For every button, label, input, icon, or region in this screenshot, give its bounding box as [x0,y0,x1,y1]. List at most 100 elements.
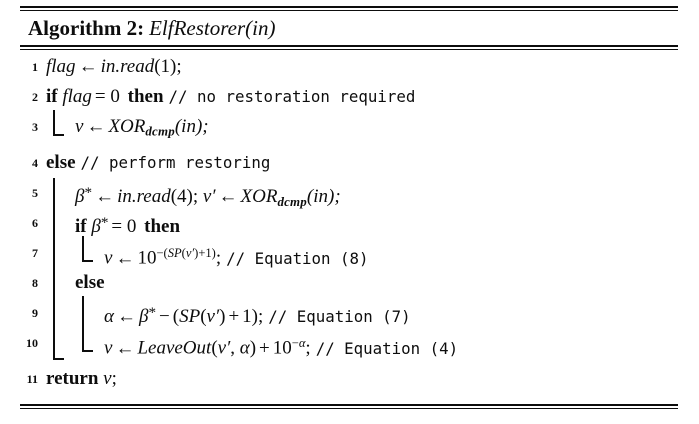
procedure-arg: in [252,16,269,40]
indent-guide-block-if-v [53,110,55,136]
keyword-if: if [46,86,58,107]
token-in-arg: (in); [174,116,209,137]
line-code: else// perform restoring [46,148,270,178]
token-v-prime: v [202,186,212,208]
exponent: −(SP(v′)+1) [156,246,216,260]
line-code: if β*= 0 then [75,208,180,242]
keyword-else: else [75,272,105,293]
assign-arrow: ← [116,306,136,328]
token-sp: SP [167,246,182,260]
rule-under-title-thin [20,49,678,50]
rule-bottom-thin [20,408,678,409]
line-code: v←XORdcmp(in); [75,112,209,147]
token-read: .read [131,186,171,208]
token-v-prime: v [206,306,215,328]
algorithm-line: 8 else [0,268,699,298]
token-beta: β [91,216,101,238]
token-in: in [117,186,132,208]
token-alpha: α [104,306,114,328]
rule-bottom [20,404,678,406]
exponent: −α [292,336,306,350]
token-read: .read [115,56,155,77]
line-code: β*←in.read(4); v′←XORdcmp(in); [75,178,341,217]
token-in: in [100,56,116,77]
token-star: * [148,304,157,321]
line-comment: // perform restoring [80,153,271,172]
prime-mark: ′ [191,246,195,260]
prime-mark: ′ [211,186,216,208]
token-eq-zero: = 0 [111,216,137,238]
algorithm-title: Algorithm 2:ElfRestorer(in) [28,13,275,43]
indent-guide-block-if-h [53,134,64,136]
algorithm-procedure-signature: ElfRestorer(in) [149,16,276,40]
token-xor: XOR [108,116,146,137]
algorithm-line: 2 if flag= 0 then// no restoration requi… [0,82,699,112]
prime-mark: ′ [226,337,231,359]
algorithm-line: 10 v←LeaveOut(v′, α)+10−α;// Equation (4… [0,328,699,359]
exponent-alpha: α [298,336,306,350]
keyword-then: then [144,216,181,238]
token-xor: XOR [240,186,278,208]
line-code: if flag= 0 then// no restoration require… [46,82,415,112]
token-v-prime: v [185,246,192,260]
algorithm-line: 11 return v; [0,364,699,394]
algorithm-caption-prefix: Algorithm 2: [28,16,145,40]
indent-guide-inner-else-v [82,296,84,352]
assign-arrow: ← [218,186,238,208]
token-beta: β [75,186,85,208]
token-flag: flag [46,56,76,77]
rule-top [20,6,678,8]
algorithm-line: 1 flag←in.read(1); [0,52,699,82]
token-ten: 10 [137,247,157,269]
token-dcmp-subscript: dcmp [277,193,307,209]
algorithm-line: 9 α←β*−(SP(v′)+1);// Equation (7) [0,298,699,328]
line-number: 8 [32,276,38,290]
indent-guide-inner-if-v [82,236,84,262]
line-number: 7 [32,246,38,260]
line-comment: // Equation (4) [315,338,459,358]
line-number: 4 [32,156,38,170]
rule-top-thin [20,10,678,11]
line-comment: // Equation (7) [268,307,411,327]
token-semicolon: ; [111,368,117,389]
assign-arrow: ← [115,337,135,359]
token-semicolon: ; [305,337,311,359]
indent-guide-inner-else-h [82,350,93,352]
token-star: * [100,214,109,231]
line-number: 10 [26,336,38,350]
line-number: 2 [32,90,38,104]
token-dcmp-subscript: dcmp [145,123,175,139]
algorithm-line: 6 if β*= 0 then [0,208,699,238]
indent-guide-block-else-h [53,358,64,360]
assign-arrow: ← [115,247,135,269]
token-arg-1: (1); [154,56,182,77]
token-v-prime: v [217,337,227,359]
keyword-else: else [46,152,76,173]
exponent-plus: + [198,246,206,260]
line-comment: // no restoration required [168,87,416,106]
assign-arrow: ← [95,186,115,208]
keyword-if: if [75,216,87,238]
line-number: 5 [32,186,38,200]
assign-arrow: ← [78,56,98,77]
line-code: else [75,268,105,298]
token-sp: SP [179,306,201,328]
line-code: return v; [46,364,117,394]
token-arg-4: (4); [170,186,199,208]
procedure-name: ElfRestorer [149,16,246,40]
token-minus: − [159,306,170,328]
exponent-minus: − [156,246,164,260]
token-leaveout: LeaveOut [137,337,212,359]
assign-arrow: ← [86,116,106,137]
token-ten: 10 [272,337,292,359]
token-comma: , [230,337,235,359]
algorithm-line: 7 v←10−(SP(v′)+1);// Equation (8) [0,238,699,269]
token-plus: + [259,337,270,359]
token-star: * [84,184,93,201]
token-v: v [103,368,112,389]
token-alpha: α [239,337,250,359]
token-flag: flag [62,86,92,107]
algorithm-line: 4 else// perform restoring [0,148,699,178]
exponent-one: 1 [205,246,212,260]
